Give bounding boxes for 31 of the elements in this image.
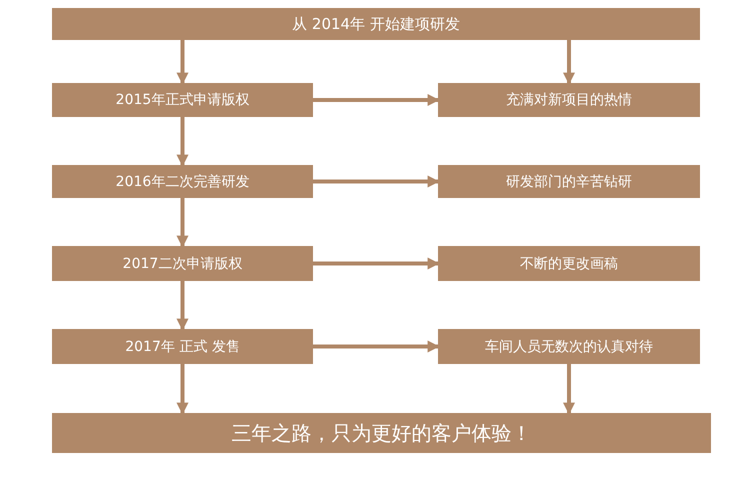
arrow [563,40,575,85]
process-box [438,83,700,117]
box-label: 三年之路，只为更好的客户体验！ [232,420,532,446]
box-label: 2016年二次完善研发 [116,172,250,190]
box-label: 车间人员无数次的认真对待 [485,338,653,356]
arrow [313,176,440,188]
box-label: 2015年正式申请版权 [116,91,250,109]
arrow [176,364,188,415]
process-box [52,83,313,117]
summary-box [52,413,711,453]
process-box [438,329,700,364]
process-box [52,329,313,364]
process-box [438,246,700,281]
process-box [52,246,313,281]
arrow [176,40,188,85]
box-label: 2017年 正式 发售 [125,338,240,356]
arrow [176,281,188,331]
process-box [438,165,700,198]
arrow [176,198,188,248]
box-label: 研发部门的辛苦钻研 [506,172,632,190]
arrow [563,364,575,415]
process-box [52,165,313,198]
arrow [176,117,188,167]
box-label: 从 2014年 开始建项研发 [292,14,460,34]
box-label: 不断的更改画稿 [520,254,618,272]
box-label: 充满对新项目的热情 [506,91,632,109]
arrow [313,258,440,270]
box-label: 2017二次申请版权 [122,254,242,272]
arrow [313,340,440,352]
arrow [313,94,440,106]
title-box [52,8,700,40]
